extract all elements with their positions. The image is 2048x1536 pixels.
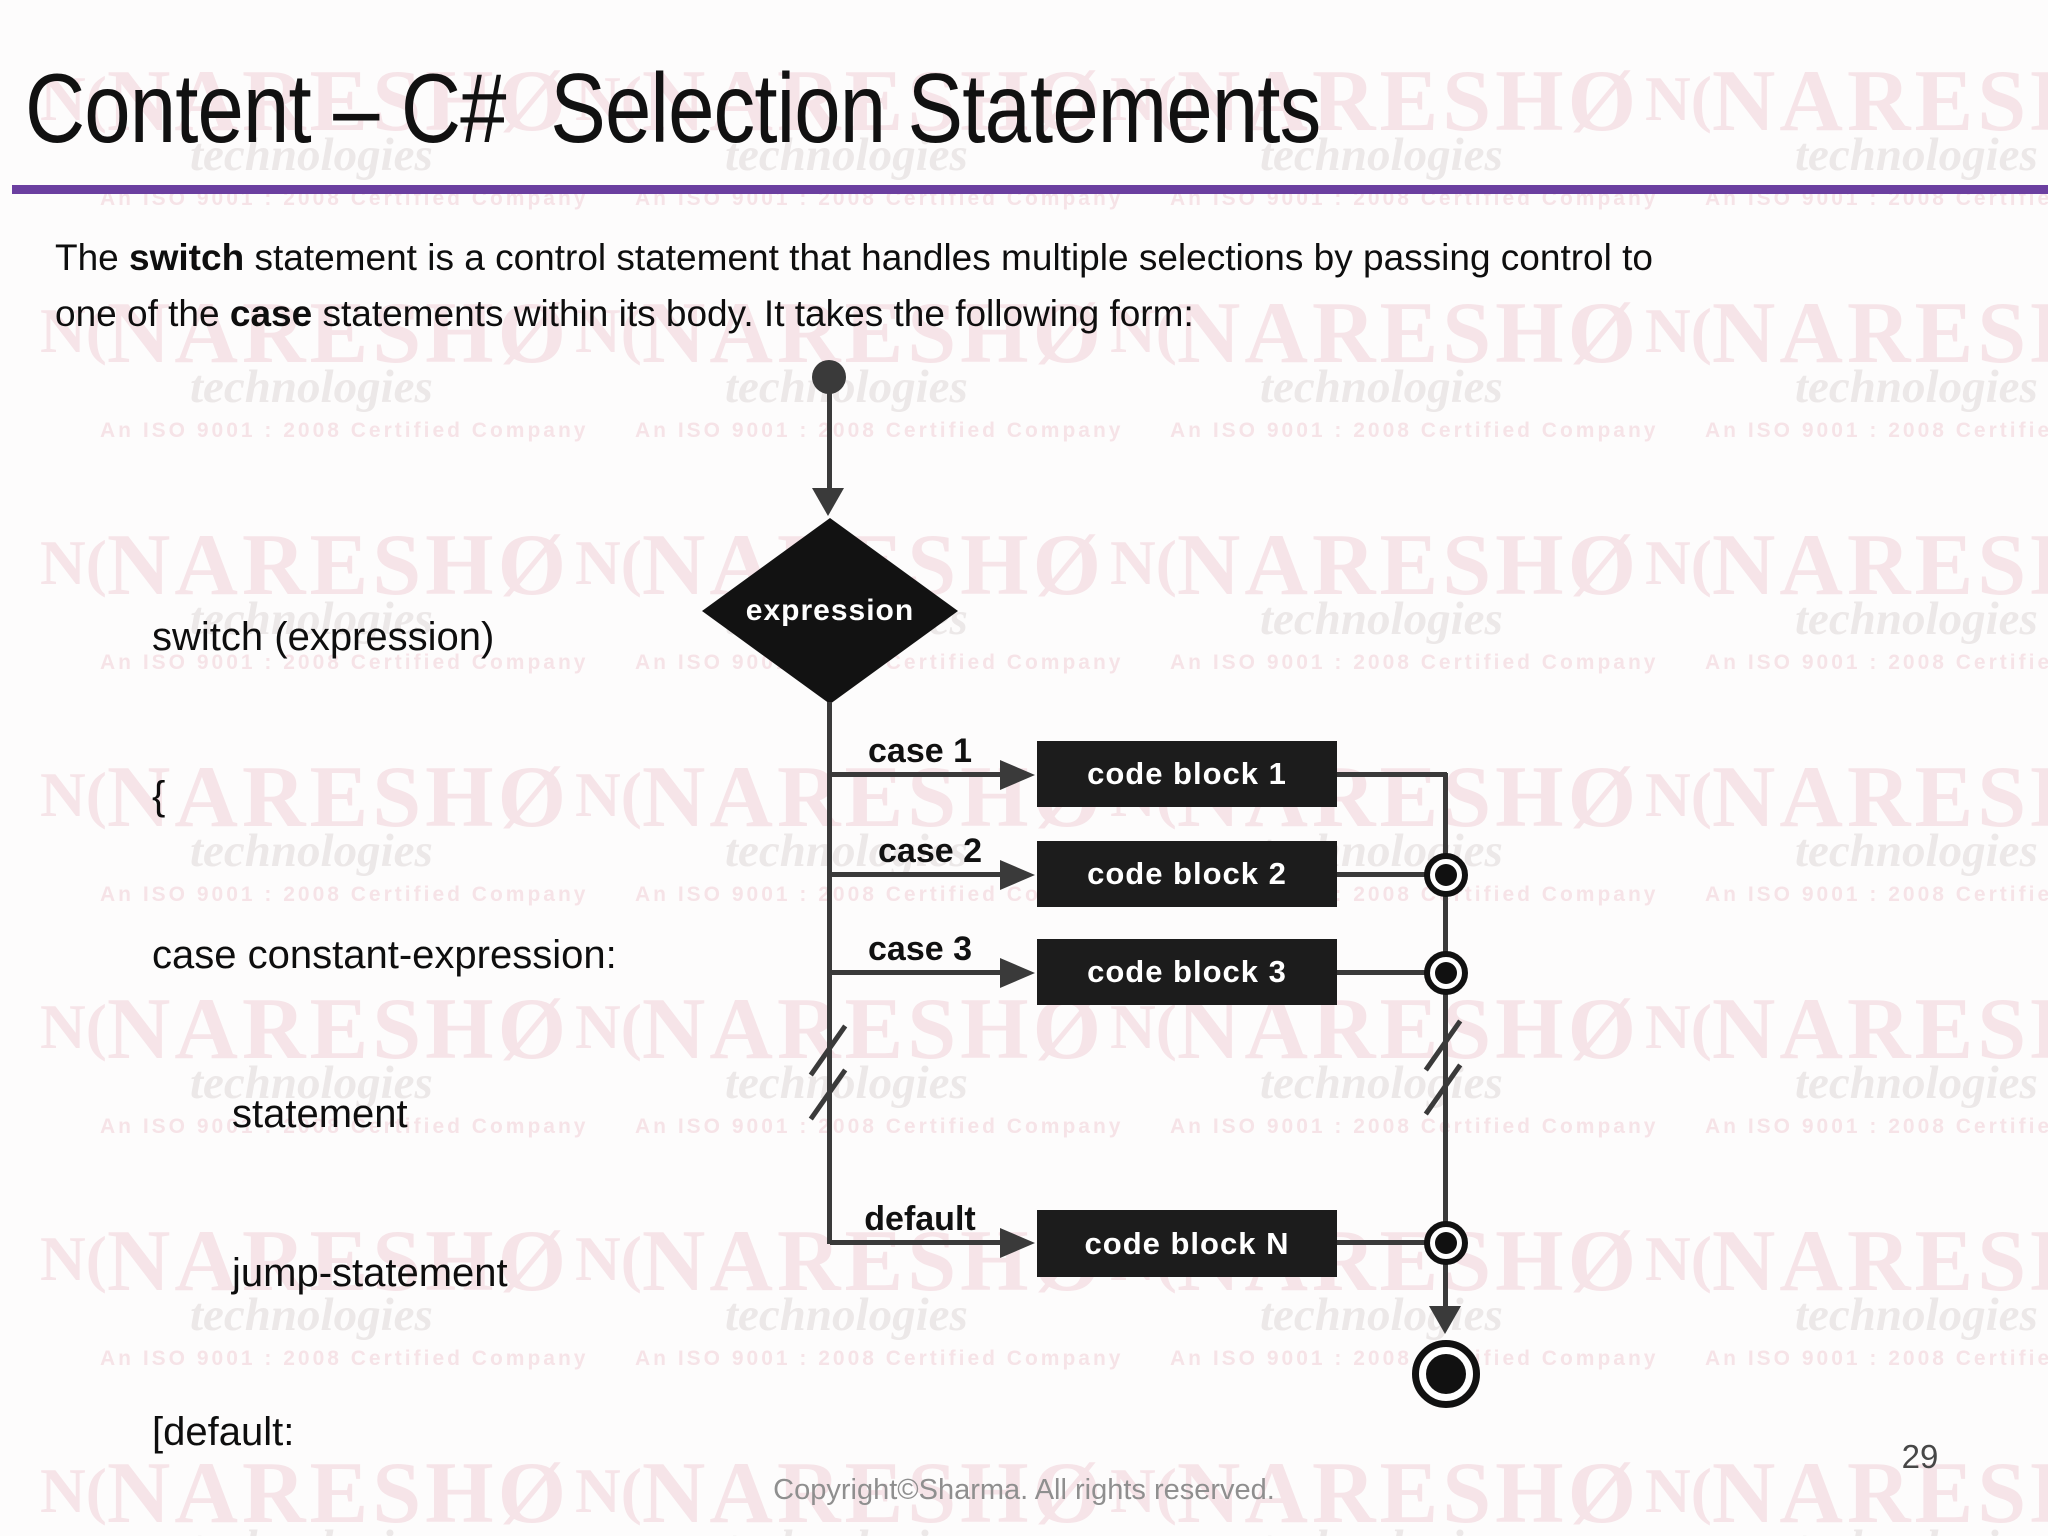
flow-line (827, 392, 832, 492)
branch-label-case1: case 1 (868, 732, 972, 770)
flow-line (1337, 772, 1447, 777)
arrowhead-right-icon (1000, 958, 1035, 988)
arrowhead-right-icon (1000, 1228, 1035, 1258)
code-block-1-label: code block 1 (1087, 756, 1287, 791)
code-block-1: code block 1 (1037, 741, 1337, 807)
flow-line (1337, 970, 1447, 975)
code-line: case constant-expression: (152, 933, 617, 977)
decision-label: expression (745, 594, 915, 627)
page-number: 29 (1901, 1438, 1939, 1475)
arrowhead-down-icon (1429, 1306, 1461, 1334)
intro-paragraph: The switch statement is a control statem… (55, 230, 1895, 342)
flow-line (1337, 1240, 1447, 1245)
intro-text: The (55, 237, 130, 278)
title-underline (12, 185, 2048, 194)
code-line: switch (expression) (152, 615, 495, 659)
code-listing: switch (expression) { case constant-expr… (152, 505, 617, 1536)
code-block-3: code block 3 (1037, 939, 1337, 1005)
code-block-3-label: code block 3 (1087, 954, 1287, 989)
code-line: jump-statement (232, 1251, 508, 1295)
connector-dot (1435, 864, 1457, 886)
keyword-case: case (229, 293, 313, 334)
copyright-text: Copyright©Sharma. All rights reserved. (773, 1474, 1275, 1506)
connector-node (1424, 951, 1468, 995)
flow-line (830, 872, 1002, 877)
arrowhead-down-icon (812, 488, 844, 516)
intro-line-2: one of the case statements within its bo… (55, 286, 1895, 342)
flow-line (827, 702, 832, 1244)
code-block-2: code block 2 (1037, 841, 1337, 907)
arrowhead-right-icon (1000, 760, 1035, 790)
intro-text: statements within its body. It takes the… (312, 293, 1194, 334)
keyword-switch: switch (129, 237, 245, 278)
intro-text: one of the (55, 293, 230, 334)
flow-line (830, 1240, 1002, 1245)
connector-node (1424, 1221, 1468, 1265)
intro-text: statement is a control statement that ha… (244, 237, 1653, 278)
connector-dot (1435, 1232, 1457, 1254)
connector-node (1424, 853, 1468, 897)
end-node-dot (1426, 1354, 1466, 1394)
intro-line-1: The switch statement is a control statem… (55, 230, 1895, 286)
end-node (1412, 1340, 1480, 1408)
flow-line (830, 772, 1002, 777)
code-line: statement (232, 1092, 408, 1136)
flow-line (1337, 872, 1447, 877)
connector-dot (1435, 962, 1457, 984)
branch-label-case2: case 2 (878, 832, 982, 870)
flow-line (830, 970, 1002, 975)
code-line: { (152, 774, 166, 818)
arrowhead-right-icon (1000, 860, 1035, 890)
code-block-n: code block N (1037, 1210, 1337, 1277)
code-block-n-label: code block N (1084, 1225, 1290, 1261)
branch-label-case3: case 3 (868, 930, 972, 968)
start-node (812, 360, 846, 394)
code-block-2-label: code block 2 (1087, 856, 1287, 891)
code-line: [default: (152, 1410, 295, 1454)
branch-label-default: default (864, 1200, 976, 1238)
page-title: Content – C# Selection Statements (25, 53, 1321, 163)
